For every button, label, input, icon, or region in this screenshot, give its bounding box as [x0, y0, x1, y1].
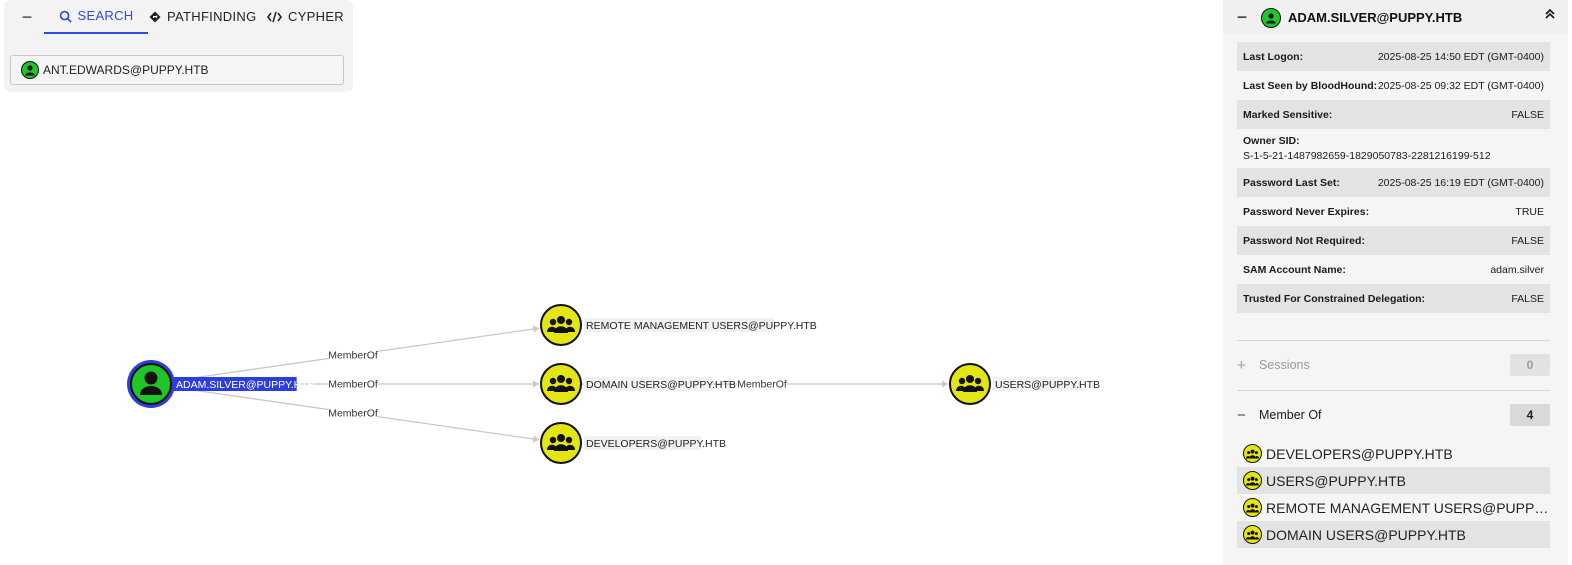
- member-name: USERS@PUPPY.HTB: [1266, 472, 1406, 489]
- node-search-input[interactable]: ANT.EDWARDS@PUPPY.HTB: [10, 55, 344, 85]
- group-node[interactable]: DEVELOPERS@PUPPY.HTB: [540, 422, 726, 464]
- collapse-icon: −: [1237, 406, 1246, 424]
- prop-value: TRUE: [1515, 205, 1544, 218]
- prop-row: Password Never Expires: TRUE: [1237, 197, 1550, 226]
- prop-key: Password Last Set:: [1243, 176, 1340, 189]
- edge-label: MemberOf: [737, 379, 787, 391]
- edge-label: MemberOf: [328, 350, 378, 362]
- user-icon: [21, 61, 39, 79]
- prop-value: 2025-08-25 16:19 EDT (GMT-0400): [1377, 176, 1544, 189]
- prop-key: Owner SID:: [1243, 135, 1300, 147]
- user-icon: [140, 371, 162, 395]
- prop-key: Trusted For Constrained Delegation:: [1243, 292, 1426, 305]
- prop-row: Last Seen by BloodHound: 2025-08-25 09:3…: [1237, 71, 1550, 100]
- graph-edge[interactable]: MemberOf: [151, 377, 539, 391]
- divider: [1237, 340, 1550, 341]
- member-of-count: 4: [1510, 404, 1550, 426]
- member-name: REMOTE MANAGEMENT USERS@PUPPY.H...: [1266, 499, 1550, 516]
- collapse-panel-button[interactable]: −: [21, 7, 33, 27]
- tab-pathfinding-label: PATHFINDING: [167, 9, 257, 24]
- group-icon: [956, 375, 984, 392]
- prop-key: Last Logon:: [1243, 50, 1304, 63]
- chevron-up-icon[interactable]: [1544, 7, 1556, 24]
- entity-detail-panel: − ADAM.SILVER@PUPPY.HTB Last Logon: 2025…: [1223, 0, 1568, 565]
- list-item[interactable]: REMOTE MANAGEMENT USERS@PUPPY.H...: [1237, 494, 1550, 521]
- prop-value: 2025-08-25 14:50 EDT (GMT-0400): [1377, 50, 1544, 63]
- prop-value: FALSE: [1511, 292, 1544, 305]
- tab-cypher-label: CYPHER: [288, 9, 344, 24]
- prop-value: FALSE: [1511, 234, 1544, 247]
- explore-tabs: − SEARCH PATHFINDING CYPHER: [4, 0, 353, 34]
- group-icon: [1243, 471, 1262, 490]
- prop-row: SAM Account Name: adam.silver: [1237, 255, 1550, 284]
- group-icon: [547, 375, 575, 392]
- group-icon: [547, 434, 575, 451]
- node-label: DOMAIN USERS@PUPPY.HTB: [586, 379, 736, 391]
- group-icon: [1243, 525, 1262, 544]
- prop-key: Password Not Required:: [1243, 234, 1365, 247]
- list-item[interactable]: DOMAIN USERS@PUPPY.HTB: [1237, 521, 1550, 548]
- tab-search-label: SEARCH: [77, 8, 134, 23]
- group-node[interactable]: USERS@PUPPY.HTB: [949, 363, 1100, 405]
- member-of-section[interactable]: − Member Of 4: [1237, 403, 1550, 427]
- prop-row: Trusted For Constrained Delegation: FALS…: [1237, 284, 1550, 313]
- search-input-value: ANT.EDWARDS@PUPPY.HTB: [43, 63, 209, 77]
- edge-label: MemberOf: [328, 408, 378, 420]
- properties-table: Last Logon: 2025-08-25 14:50 EDT (GMT-04…: [1237, 35, 1550, 313]
- graph-edge[interactable]: MemberOf: [150, 383, 540, 443]
- search-panel: − SEARCH PATHFINDING CYPHER: [4, 0, 353, 92]
- node-label: REMOTE MANAGEMENT USERS@PUPPY.HTB: [586, 320, 817, 332]
- sessions-count: 0: [1510, 354, 1550, 376]
- detail-title: ADAM.SILVER@PUPPY.HTB: [1288, 10, 1463, 25]
- prop-key: Password Never Expires:: [1243, 205, 1370, 218]
- member-of-list: DEVELOPERS@PUPPY.HTB USERS@PUPPY.HTB REM…: [1237, 440, 1550, 548]
- sessions-section[interactable]: + Sessions 0: [1237, 353, 1550, 377]
- prop-value: FALSE: [1511, 108, 1544, 121]
- node-label: USERS@PUPPY.HTB: [995, 379, 1100, 391]
- divider: [1237, 390, 1550, 391]
- group-node[interactable]: DOMAIN USERS@PUPPY.HTB: [540, 363, 736, 405]
- prop-row: Owner SID: S-1-5-21-1487982659-182905078…: [1237, 129, 1550, 168]
- prop-key: SAM Account Name:: [1243, 263, 1346, 276]
- prop-key: Last Seen by BloodHound:: [1243, 79, 1378, 92]
- node-label: ADAM.SILVER@PUPPY.HTB: [176, 379, 315, 391]
- prop-value: S-1-5-21-1487982659-1829050783-228121619…: [1243, 150, 1491, 162]
- group-node[interactable]: REMOTE MANAGEMENT USERS@PUPPY.HTB: [540, 304, 817, 346]
- user-icon: [1261, 7, 1281, 28]
- graph-edge[interactable]: MemberOf: [561, 377, 948, 391]
- graph-edge[interactable]: MemberOf: [150, 325, 540, 385]
- collapse-detail-button[interactable]: −: [1236, 7, 1248, 27]
- prop-value: adam.silver: [1490, 263, 1544, 276]
- node-label: DEVELOPERS@PUPPY.HTB: [586, 438, 726, 450]
- edge-label: MemberOf: [328, 379, 378, 391]
- member-of-label: Member Of: [1259, 408, 1322, 422]
- prop-row: Marked Sensitive: FALSE: [1237, 100, 1550, 129]
- search-icon: [59, 10, 72, 23]
- member-name: DEVELOPERS@PUPPY.HTB: [1266, 445, 1453, 462]
- group-icon: [547, 316, 575, 333]
- detail-scroll-area[interactable]: Last Logon: 2025-08-25 14:50 EDT (GMT-04…: [1223, 35, 1568, 565]
- sessions-label: Sessions: [1259, 358, 1310, 372]
- group-icon: [1243, 498, 1262, 517]
- clipped-row: [1237, 35, 1550, 42]
- user-node[interactable]: ADAM.SILVER@PUPPY.HTB: [127, 360, 315, 408]
- detail-header: − ADAM.SILVER@PUPPY.HTB: [1223, 0, 1568, 35]
- list-item[interactable]: USERS@PUPPY.HTB: [1237, 467, 1550, 494]
- tab-search[interactable]: SEARCH: [44, 0, 148, 34]
- prop-row: Last Logon: 2025-08-25 14:50 EDT (GMT-04…: [1237, 42, 1550, 71]
- prop-key: Marked Sensitive:: [1243, 108, 1333, 121]
- member-name: DOMAIN USERS@PUPPY.HTB: [1266, 526, 1466, 543]
- code-icon: [267, 11, 282, 23]
- prop-row: Password Last Set: 2025-08-25 16:19 EDT …: [1237, 168, 1550, 197]
- expand-icon: +: [1237, 356, 1246, 374]
- pathfinding-icon: [149, 11, 161, 23]
- prop-value: 2025-08-25 09:32 EDT (GMT-0400): [1377, 79, 1544, 92]
- tab-cypher[interactable]: CYPHER: [267, 0, 344, 34]
- prop-row: Password Not Required: FALSE: [1237, 226, 1550, 255]
- list-item[interactable]: DEVELOPERS@PUPPY.HTB: [1237, 440, 1550, 467]
- tab-pathfinding[interactable]: PATHFINDING: [149, 0, 256, 34]
- group-icon: [1243, 444, 1262, 463]
